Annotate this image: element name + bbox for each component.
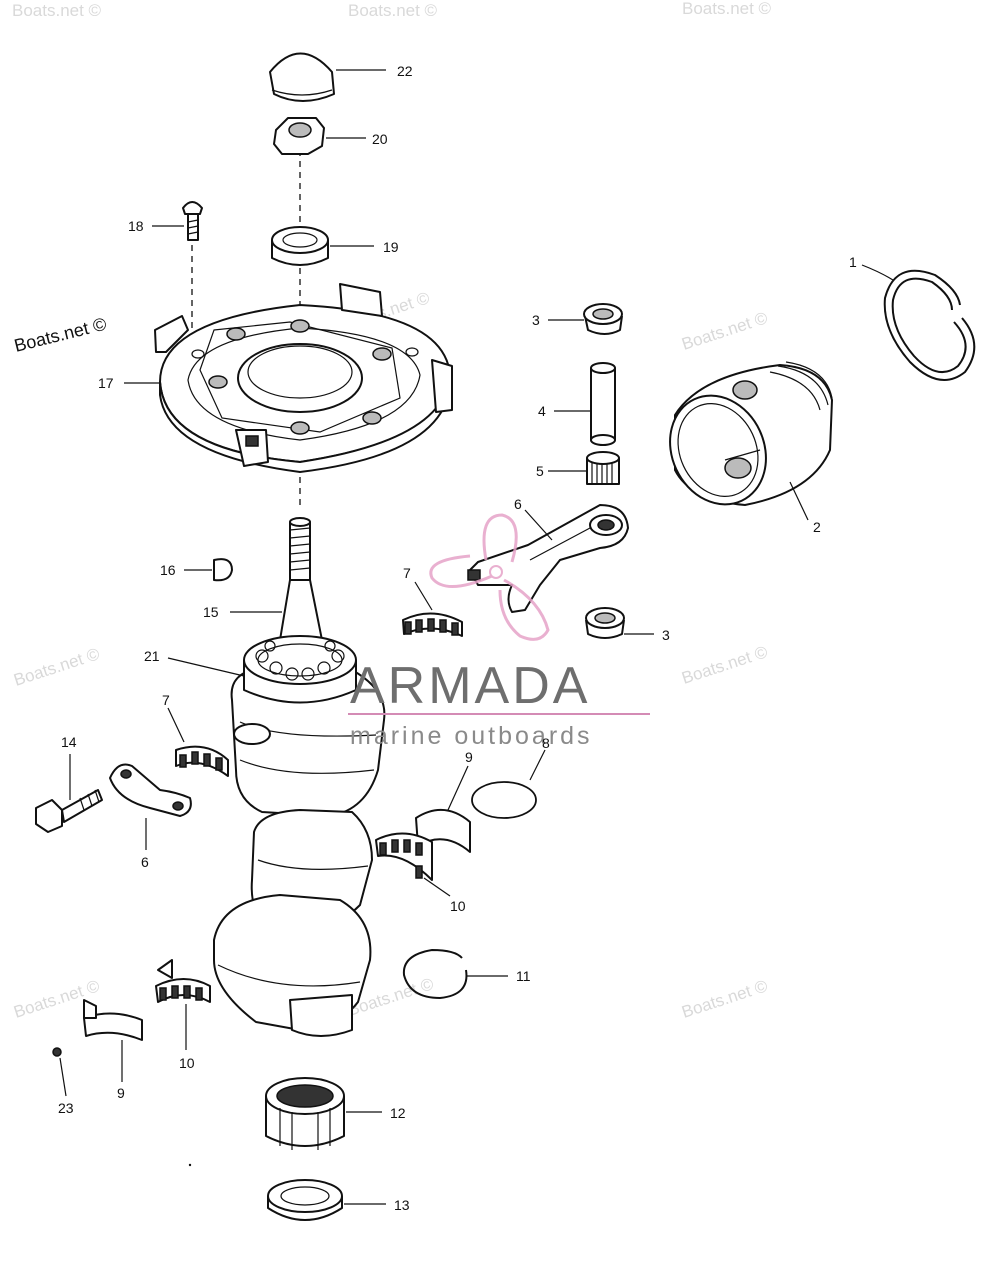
callout-23: 23	[58, 1100, 74, 1116]
part-9-bearing-race	[83, 999, 143, 1041]
part-1-piston-ring	[883, 269, 976, 381]
part-12-roller-bearing	[265, 1077, 345, 1150]
part-6-connecting-rod	[467, 504, 629, 613]
callout-11: 11	[516, 968, 531, 984]
part-16-woodruff-key	[213, 558, 233, 582]
armada-wordmark: ARMADA	[350, 657, 590, 715]
callout-5: 5	[536, 463, 544, 479]
callout-19: 19	[383, 239, 399, 255]
part-14-bolt	[35, 789, 103, 833]
callout-2: 2	[813, 519, 821, 535]
part-5-needle-bearing	[586, 451, 620, 485]
watermark-boats-net: Boats.net ©	[679, 642, 770, 688]
part-23-pin	[52, 1047, 62, 1057]
armada-tagline: marine outboards	[350, 722, 593, 750]
callout-20: 20	[372, 131, 388, 147]
callout-21: 21	[144, 648, 160, 664]
part-20-hex-nut	[273, 117, 325, 155]
part-21-ball-bearing	[243, 635, 357, 704]
part-15-crankshaft	[213, 517, 386, 1037]
watermark-boats-net: Boats.net ©	[12, 1, 102, 20]
callout-8: 8	[542, 735, 550, 751]
callout-3: 3	[662, 627, 670, 643]
part-4-wrist-pin	[590, 362, 616, 446]
bearing-balls	[255, 640, 345, 681]
part-2-piston	[669, 361, 833, 506]
callout-9: 9	[465, 749, 473, 765]
part-17-stator-plate	[154, 283, 453, 473]
callout-3: 3	[532, 312, 540, 328]
part-19-seal-ring	[271, 226, 329, 266]
watermark-boats-net: Boats.net ©	[11, 644, 102, 690]
callout-14: 14	[61, 734, 77, 750]
callout-15: 15	[203, 604, 219, 620]
part-3-bushing	[583, 303, 623, 335]
callout-6: 6	[514, 496, 522, 512]
callout-17: 17	[98, 375, 114, 391]
watermark-boats-net-dark: Boats.net ©	[12, 314, 108, 356]
callout-7: 7	[403, 565, 411, 581]
callout-6: 6	[141, 854, 149, 870]
callout-18: 18	[128, 218, 144, 234]
armada-logo: ARMADA marine outboards	[348, 513, 650, 750]
callout-13: 13	[394, 1197, 410, 1213]
callout-9: 9	[117, 1085, 125, 1101]
watermark-boats-net: Boats.net ©	[679, 976, 770, 1022]
part-22-cap	[269, 52, 335, 102]
callout-12: 12	[390, 1105, 406, 1121]
leader-lines	[59, 69, 894, 1205]
callout-22: 22	[397, 63, 413, 79]
part-13-seal	[267, 1179, 343, 1221]
callout-1: 1	[849, 254, 857, 270]
callout-4: 4	[538, 403, 546, 419]
part-6-rod-cap	[109, 763, 192, 817]
callout-labels: 22 20 18 19 17 1 3 4 5 2 6 3 16 15 7 21 …	[58, 63, 857, 1213]
callout-10: 10	[179, 1055, 195, 1071]
callout-10: 10	[450, 898, 466, 914]
part-3-bushing	[585, 607, 625, 639]
part-10-bearing-cage	[375, 832, 433, 881]
watermark-layer: Boats.net © Boats.net © Boats.net © Boat…	[11, 0, 771, 1022]
part-7-bearing-cage	[175, 745, 229, 777]
part-18-bolt	[182, 201, 203, 241]
watermark-boats-net: Boats.net ©	[682, 0, 772, 18]
watermark-boats-net: Boats.net ©	[348, 1, 438, 20]
callout-7: 7	[162, 692, 170, 708]
part-10-bearing-cage	[155, 959, 211, 1003]
part-7-bearing-cage	[402, 612, 463, 637]
watermark-boats-net: Boats.net ©	[679, 308, 770, 354]
part-8-snap-ring	[471, 781, 537, 819]
stray-dot	[188, 1163, 192, 1167]
part-11-retaining-ring	[402, 948, 468, 1000]
callout-16: 16	[160, 562, 176, 578]
propeller-logo-mark	[429, 513, 550, 641]
